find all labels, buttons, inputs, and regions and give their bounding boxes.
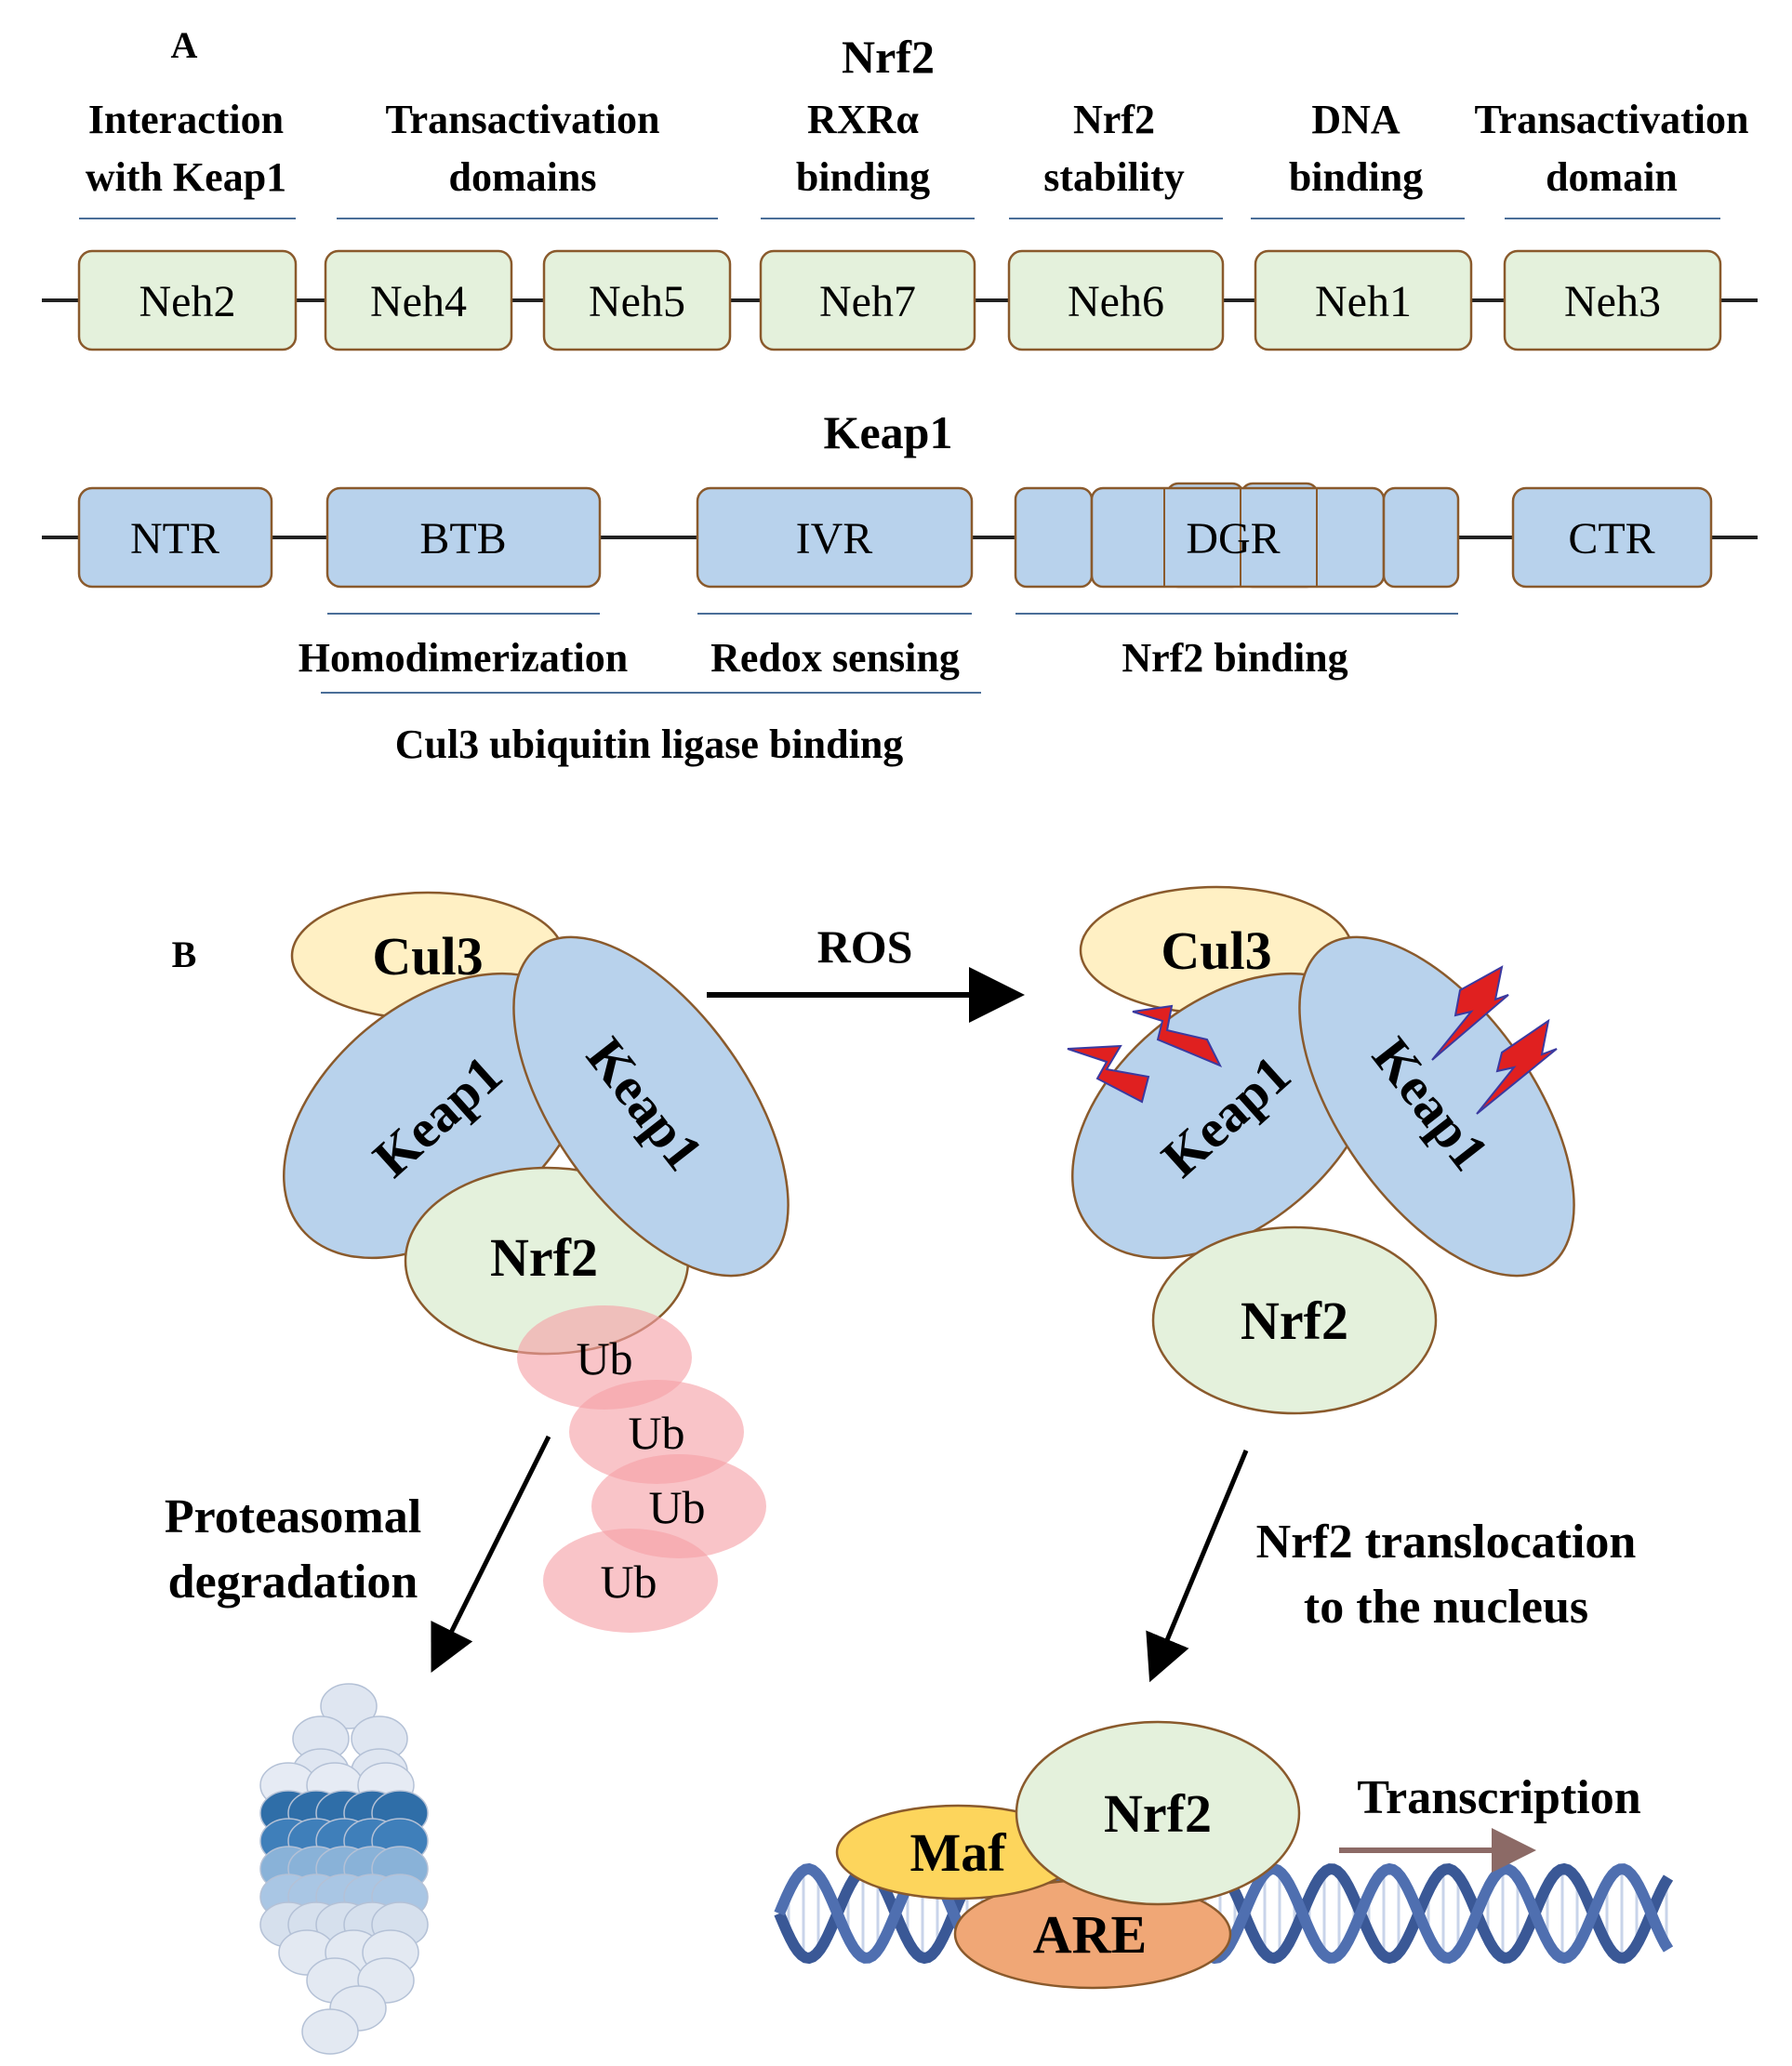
nrf2-binding-label: Nrf2 binding: [1122, 635, 1347, 681]
keap1-ellipse: [512, 935, 790, 1278]
homodimerization-label: Homodimerization: [299, 635, 628, 681]
proteasomal-label: degradation: [168, 1556, 418, 1609]
nrf2-title: Nrf2: [842, 31, 935, 83]
kelch-repeat: [1014, 486, 1094, 589]
nrf2-domain-label: Neh3: [1564, 277, 1661, 326]
nrf2-annotation-line2: domains: [449, 154, 597, 200]
keap1-domain-ctr: [1511, 486, 1713, 589]
nrf2-domain-box: [1503, 249, 1722, 351]
translocation-arrow: [1146, 1450, 1249, 1683]
nrf2-domain-label: Neh4: [370, 277, 467, 326]
nrf2-annotation-line1: Interaction: [88, 97, 284, 142]
nrf2-label: Nrf2: [490, 1227, 598, 1288]
cul3-label: Cul3: [372, 926, 483, 987]
nrf2-domain-box: [1254, 249, 1473, 351]
nrf2-annotation-line1: Transactivation: [1475, 97, 1749, 142]
keap1-domain-btb: [325, 486, 602, 589]
ub-chain: Ub Ub Ub Ub: [517, 1305, 766, 1633]
keap1-domain-label: NTR: [130, 514, 219, 563]
nrf2-domain-box: [324, 249, 513, 351]
keap1-domain-label: BTB: [419, 514, 506, 563]
left-complex: Cul3 Keap1 Keap1 Nrf2 Ub Ub Ub Ub: [283, 891, 790, 1633]
cul3-binding-label: Cul3 ubiquitin ligase binding: [395, 722, 904, 767]
nrf2-annotation-line2: stability: [1043, 154, 1185, 200]
proteasome-subunit: [301, 2008, 359, 2055]
panel-a-label: A: [171, 24, 198, 66]
lightning-bolt-icon: [1431, 965, 1509, 1061]
keap1-title: Keap1: [824, 406, 953, 458]
ub-label: Ub: [576, 1332, 632, 1384]
ub-label: Ub: [628, 1407, 684, 1459]
keap1-domain-ivr: [696, 486, 974, 589]
nrf2-label: Nrf2: [1241, 1291, 1348, 1351]
keap1-domain-label: CTR: [1568, 514, 1654, 563]
keap1-domain-label: IVR: [796, 514, 873, 563]
nrf2-annotations: Interaction with Keap1 Transactivation d…: [79, 97, 1748, 219]
proteasomal-label: Proteasomal: [165, 1490, 421, 1543]
nrf2-domain-label: Neh7: [819, 277, 916, 326]
nrf2-annotation-line2: domain: [1546, 154, 1678, 200]
nrf2-domain-label: Neh2: [139, 277, 236, 326]
cul3-label: Cul3: [1161, 920, 1271, 981]
nrf2-domain-box: [77, 249, 298, 351]
keap1-domain-dgr: DGR: [1014, 482, 1460, 589]
nrf2-annotation-line2: binding: [1289, 154, 1423, 200]
nrf2-annotation-line1: Transactivation: [386, 97, 660, 142]
nrf2-annotation-line1: Nrf2: [1073, 97, 1155, 142]
nucleus-complex: ARE Maf Nrf2 Transcription: [835, 1720, 1641, 1990]
translocation-label: Nrf2 translocation: [1256, 1516, 1637, 1569]
keap1-domain-bar: NTR BTB IVR DGR CTR: [42, 482, 1758, 589]
lightning-bolt-icon: [1476, 1018, 1558, 1115]
keap1-domain-label: DGR: [1186, 514, 1280, 563]
nrf2-domain-box: [759, 249, 976, 351]
kelch-repeat: [1382, 486, 1460, 589]
transcription-label: Transcription: [1357, 1771, 1640, 1824]
nrf2-domain-label: Neh5: [589, 277, 685, 326]
nrf2-label: Nrf2: [1104, 1783, 1212, 1844]
nrf2-annotation-line1: RXRα: [807, 97, 919, 142]
nrf2-domain-box: [542, 249, 732, 351]
proteasome-subunit: [320, 1683, 378, 1729]
lightning-bolt-icon: [1067, 1044, 1150, 1104]
are-label: ARE: [1033, 1904, 1147, 1965]
lightning-bolt-icon: [1132, 1004, 1223, 1067]
nrf2-domain-bar: Neh2 Neh4 Neh5 Neh7 Neh6 Neh1 Neh3: [42, 249, 1758, 351]
ros-label: ROS: [817, 920, 913, 973]
keap1-domain-ntr: [77, 486, 273, 589]
nrf2-ellipse: [1015, 1720, 1301, 1906]
degradation-arrow: [431, 1435, 551, 1673]
keap1-annotations: Homodimerization Redox sensing Nrf2 bind…: [299, 613, 1458, 767]
nrf2-domain-label: Neh1: [1315, 277, 1412, 326]
maf-label: Maf: [909, 1822, 1006, 1883]
nrf2-domain-box: [1007, 249, 1225, 351]
nrf2-annotation-line1: DNA: [1311, 97, 1400, 142]
ub-ellipse: [543, 1529, 718, 1633]
proteasome-icon: [259, 1683, 429, 2055]
oxidative-stress-bolts: [1067, 965, 1558, 1115]
panel-b-label: B: [172, 934, 197, 975]
redox-sensing-label: Redox sensing: [710, 635, 960, 681]
nrf2-annotation-line2: binding: [796, 154, 930, 200]
nrf2-annotation-line2: with Keap1: [86, 154, 286, 200]
ub-label: Ub: [648, 1481, 705, 1533]
nrf2-ellipse: [1151, 1225, 1438, 1415]
ub-label: Ub: [600, 1556, 657, 1608]
translocation-label: to the nucleus: [1304, 1581, 1588, 1634]
nrf2-domain-label: Neh6: [1068, 277, 1164, 326]
right-complex: Cul3 Keap1 Keap1 Nrf2: [1067, 885, 1575, 1415]
